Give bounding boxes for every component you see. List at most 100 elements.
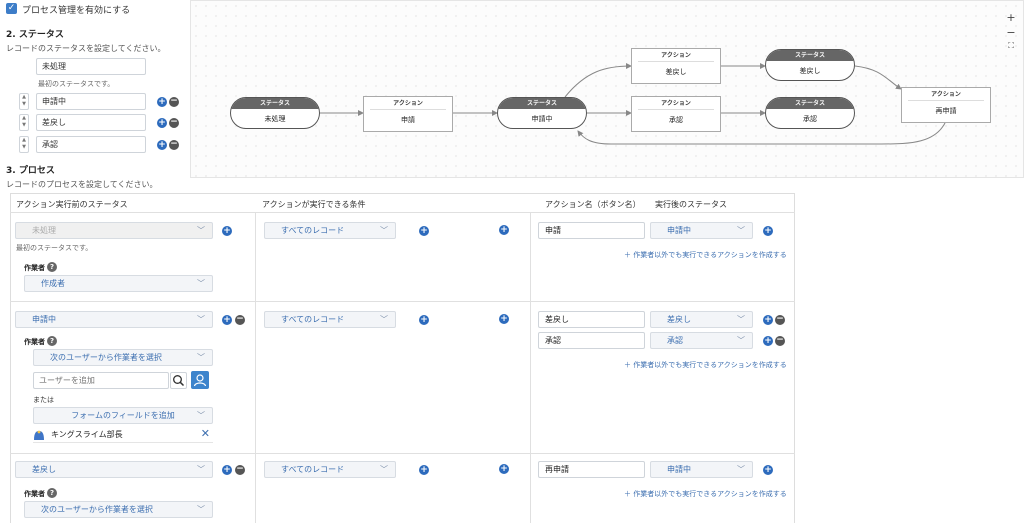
add-status-button[interactable]: + — [157, 97, 167, 107]
add-action-button[interactable]: + — [763, 336, 773, 346]
action-name-input[interactable]: 再申請 — [538, 461, 645, 478]
status-node-returned[interactable]: ステータス 差戻し — [765, 49, 855, 81]
enable-process-label: プロセス管理を有効にする — [22, 6, 131, 16]
condition-select[interactable]: すべてのレコード﹀ — [264, 461, 396, 478]
status-node-approved[interactable]: ステータス 承認 — [765, 97, 855, 129]
add-status-button[interactable]: + — [157, 140, 167, 150]
before-status-select[interactable]: 申請中﹀ — [15, 311, 213, 328]
after-status-select[interactable]: 申請中﹀ — [650, 461, 753, 478]
assignee-select[interactable]: 作成者﹀ — [24, 275, 213, 292]
condition-select[interactable]: すべてのレコード﹀ — [264, 311, 396, 328]
select-value: 差戻し — [32, 465, 56, 474]
divider — [10, 301, 795, 302]
divider — [10, 453, 795, 454]
condition-select[interactable]: すべてのレコード﹀ — [264, 222, 396, 239]
chevron-down-icon: ﹀ — [197, 505, 205, 514]
add-condition-button[interactable]: + — [419, 315, 429, 325]
status-node-applying[interactable]: ステータス 申請中 — [497, 97, 587, 129]
column-action-name: アクション名（ボタン名） — [545, 200, 641, 209]
select-value: 作成者 — [41, 279, 65, 288]
action-node-approve[interactable]: アクション 承認 — [631, 96, 721, 132]
add-condition-group-button[interactable]: + — [499, 225, 509, 235]
select-value: すべてのレコード — [281, 226, 345, 235]
select-value: 未処理 — [32, 226, 56, 235]
zoom-out-button[interactable]: − — [1006, 26, 1016, 39]
after-status-select[interactable]: 承認﹀ — [650, 332, 753, 349]
select-value: 次のユーザーから作業者を選択 — [41, 505, 153, 514]
close-icon[interactable]: ✕ — [200, 427, 210, 440]
reorder-handle[interactable]: ▲▼ — [19, 114, 29, 131]
after-status-select[interactable]: 申請中﹀ — [650, 222, 753, 239]
action-node-reapply[interactable]: アクション 再申請 — [901, 87, 991, 123]
initial-status-note: 最初のステータスです。 — [38, 80, 115, 88]
action-node-header: アクション — [908, 88, 984, 101]
user-picker-button[interactable] — [191, 371, 209, 389]
chevron-down-icon: ﹀ — [197, 465, 205, 474]
select-value: 承認 — [667, 336, 683, 345]
action-name-input[interactable]: 承認 — [538, 332, 645, 349]
search-button[interactable] — [170, 372, 187, 389]
remove-action-button[interactable]: − — [775, 314, 785, 325]
status-input[interactable]: 申請中 — [36, 93, 146, 110]
add-row-button[interactable]: + — [222, 465, 232, 475]
remove-row-button[interactable]: − — [235, 314, 245, 325]
help-icon[interactable]: ? — [47, 336, 57, 346]
zoom-in-button[interactable]: + — [1006, 11, 1016, 24]
add-other-action-link[interactable]: ＋ 作業者以外でも実行できるアクションを作成する — [624, 490, 787, 498]
user-search-input[interactable] — [33, 372, 169, 389]
add-condition-button[interactable]: + — [419, 226, 429, 236]
remove-status-button[interactable]: − — [169, 96, 179, 107]
action-node-return[interactable]: アクション 差戻し — [631, 48, 721, 84]
add-status-button[interactable]: + — [157, 118, 167, 128]
help-icon[interactable]: ? — [47, 262, 57, 272]
action-name-input[interactable]: 申請 — [538, 222, 645, 239]
status-node-header: ステータス — [231, 98, 319, 109]
select-value: 差戻し — [667, 315, 691, 324]
enable-process-checkbox[interactable]: ✓ — [6, 3, 17, 14]
select-value: 申請中 — [32, 315, 56, 324]
status-node-label: 未処理 — [264, 115, 286, 123]
add-condition-button[interactable]: + — [419, 465, 429, 475]
status-node-header: ステータス — [766, 50, 854, 61]
chevron-down-icon: ﹀ — [380, 465, 388, 474]
search-icon — [173, 375, 185, 387]
add-condition-group-button[interactable]: + — [499, 314, 509, 324]
add-action-button[interactable]: + — [763, 465, 773, 475]
status-node-label: 申請中 — [531, 115, 553, 123]
status-input[interactable]: 承認 — [36, 136, 146, 153]
fit-view-button[interactable]: ⛶ — [1008, 41, 1014, 50]
remove-status-button[interactable]: − — [169, 117, 179, 128]
after-status-select[interactable]: 差戻し﹀ — [650, 311, 753, 328]
assigned-user-name: キングスライム部長 — [51, 430, 123, 439]
assignee-select[interactable]: 次のユーザーから作業者を選択﹀ — [33, 349, 213, 366]
status-node-label: 承認 — [803, 115, 817, 123]
before-status-select[interactable]: 差戻し ﹀ — [15, 461, 213, 478]
status-node-header: ステータス — [498, 98, 586, 109]
help-icon[interactable]: ? — [47, 488, 57, 498]
reorder-handle[interactable]: ▲▼ — [19, 136, 29, 153]
assigned-user-item: キングスライム部長 ✕ — [33, 427, 213, 443]
action-node-apply[interactable]: アクション 申請 — [363, 96, 453, 132]
action-node-label: 差戻し — [665, 68, 687, 76]
divider — [255, 212, 256, 523]
status-input[interactable]: 差戻し — [36, 114, 146, 131]
add-row-button[interactable]: + — [222, 226, 232, 236]
add-action-button[interactable]: + — [763, 315, 773, 325]
action-name-input[interactable]: 差戻し — [538, 311, 645, 328]
add-other-action-link[interactable]: ＋ 作業者以外でも実行できるアクションを作成する — [624, 361, 787, 369]
remove-row-button[interactable]: − — [235, 464, 245, 475]
reorder-handle[interactable]: ▲▼ — [19, 93, 29, 110]
field-select[interactable]: フォームのフィールドを追加﹀ — [33, 407, 213, 424]
remove-status-button[interactable]: − — [169, 139, 179, 150]
add-condition-group-button[interactable]: + — [499, 464, 509, 474]
add-row-button[interactable]: + — [222, 315, 232, 325]
or-label: または — [33, 396, 54, 404]
initial-status-input[interactable]: 未処理 — [36, 58, 146, 75]
remove-action-button[interactable]: − — [775, 335, 785, 346]
status-node-unprocessed[interactable]: ステータス 未処理 — [230, 97, 320, 129]
add-action-button[interactable]: + — [763, 226, 773, 236]
process-heading: 3. プロセス — [6, 166, 55, 176]
add-other-action-link[interactable]: ＋ 作業者以外でも実行できるアクションを作成する — [624, 251, 787, 259]
assignee-select[interactable]: 次のユーザーから作業者を選択 ﹀ — [24, 501, 213, 518]
action-node-label: 申請 — [401, 116, 415, 124]
